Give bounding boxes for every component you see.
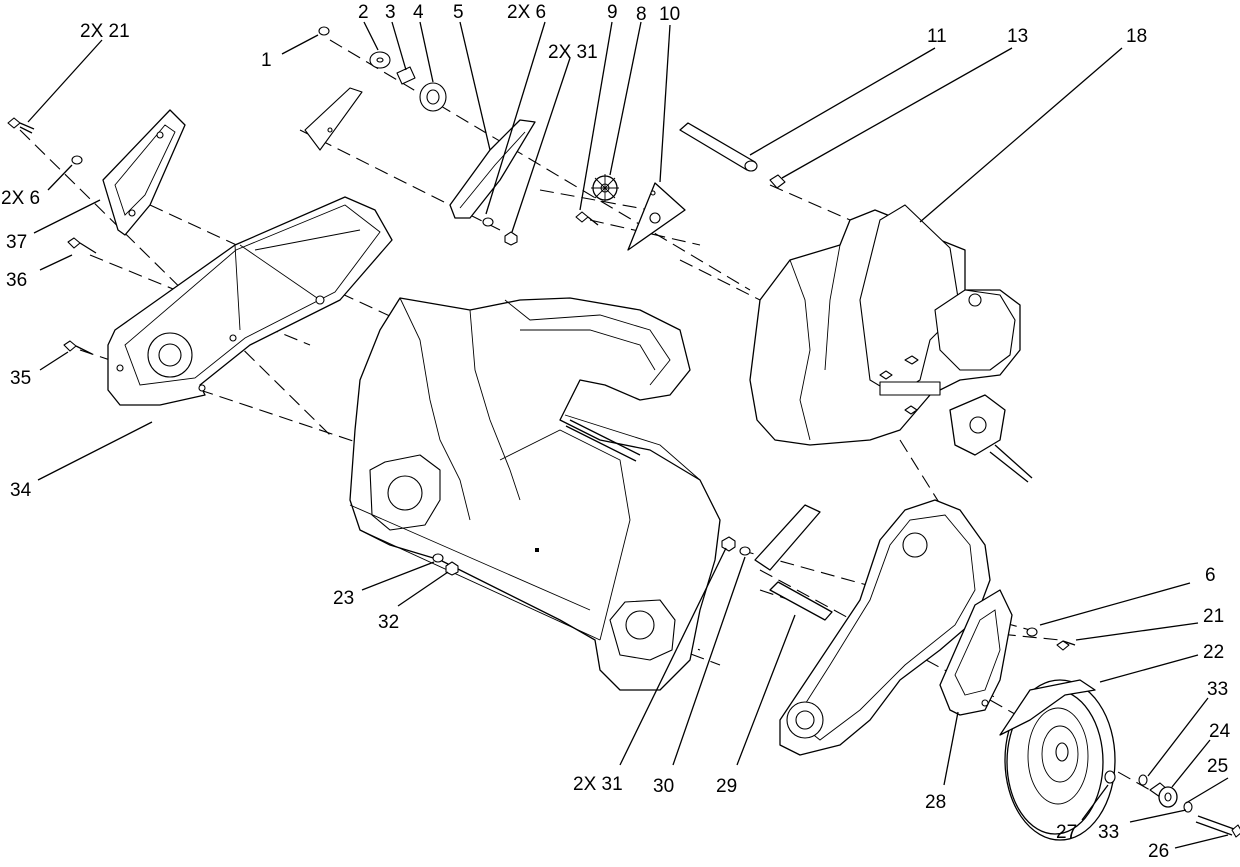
- shaft-11: [679, 122, 786, 189]
- callout-28: 28: [925, 792, 946, 813]
- small-bracket: [102, 109, 186, 236]
- callout-2x6-top: 2X 6: [507, 2, 546, 23]
- callout-24: 24: [1209, 721, 1231, 742]
- right-side-plate: [779, 499, 991, 756]
- callout-37: 37: [6, 232, 27, 253]
- callout-1: 1: [261, 50, 272, 71]
- auger-housing: [349, 297, 721, 691]
- wheel-22: [999, 679, 1116, 841]
- callout-30: 30: [653, 776, 674, 797]
- callout-4: 4: [413, 2, 424, 23]
- callout-13: 13: [1007, 26, 1028, 47]
- callout-25: 25: [1207, 756, 1228, 777]
- callout-23: 23: [333, 588, 354, 609]
- callout-2: 2: [358, 2, 369, 23]
- callout-2x6-left: 2X 6: [1, 188, 40, 209]
- callout-3: 3: [385, 2, 396, 23]
- callout-35: 35: [10, 368, 31, 389]
- callout-5: 5: [453, 2, 464, 23]
- left-side-plate: [107, 196, 393, 406]
- hardware-bottom-center: [432, 504, 833, 621]
- callout-22: 22: [1203, 642, 1224, 663]
- callout-8: 8: [636, 4, 647, 25]
- callout-32: 32: [378, 612, 399, 633]
- callout-11: 11: [927, 26, 947, 47]
- callout-9: 9: [607, 2, 618, 23]
- callout-29: 29: [716, 776, 737, 797]
- hardware-center: [575, 174, 686, 251]
- hardware-right: [1026, 627, 1076, 651]
- wheel-hardware: [1104, 770, 1240, 838]
- callout-2x31-top: 2X 31: [548, 42, 598, 63]
- callout-26: 26: [1148, 841, 1169, 862]
- callout-33-top: 33: [1207, 679, 1228, 700]
- callout-6: 6: [1205, 565, 1216, 586]
- callout-2x21-top: 2X 21: [80, 21, 130, 42]
- callout-18: 18: [1126, 26, 1147, 47]
- callout-27: 27: [1056, 822, 1077, 843]
- callout-2x31-bottom: 2X 31: [573, 774, 623, 795]
- callout-21: 21: [1203, 606, 1224, 627]
- hardware-left: [7, 117, 97, 355]
- callout-34: 34: [10, 480, 32, 501]
- callout-10: 10: [659, 4, 680, 25]
- callout-36: 36: [6, 270, 27, 291]
- hardware-top: [304, 26, 536, 246]
- callout-33-bottom: 33: [1098, 822, 1119, 843]
- wheel-bracket: [939, 589, 1013, 716]
- gearbox-assembly: [749, 204, 1033, 483]
- leader-lines: [27, 21, 1229, 849]
- sprocket-gear: [591, 174, 619, 202]
